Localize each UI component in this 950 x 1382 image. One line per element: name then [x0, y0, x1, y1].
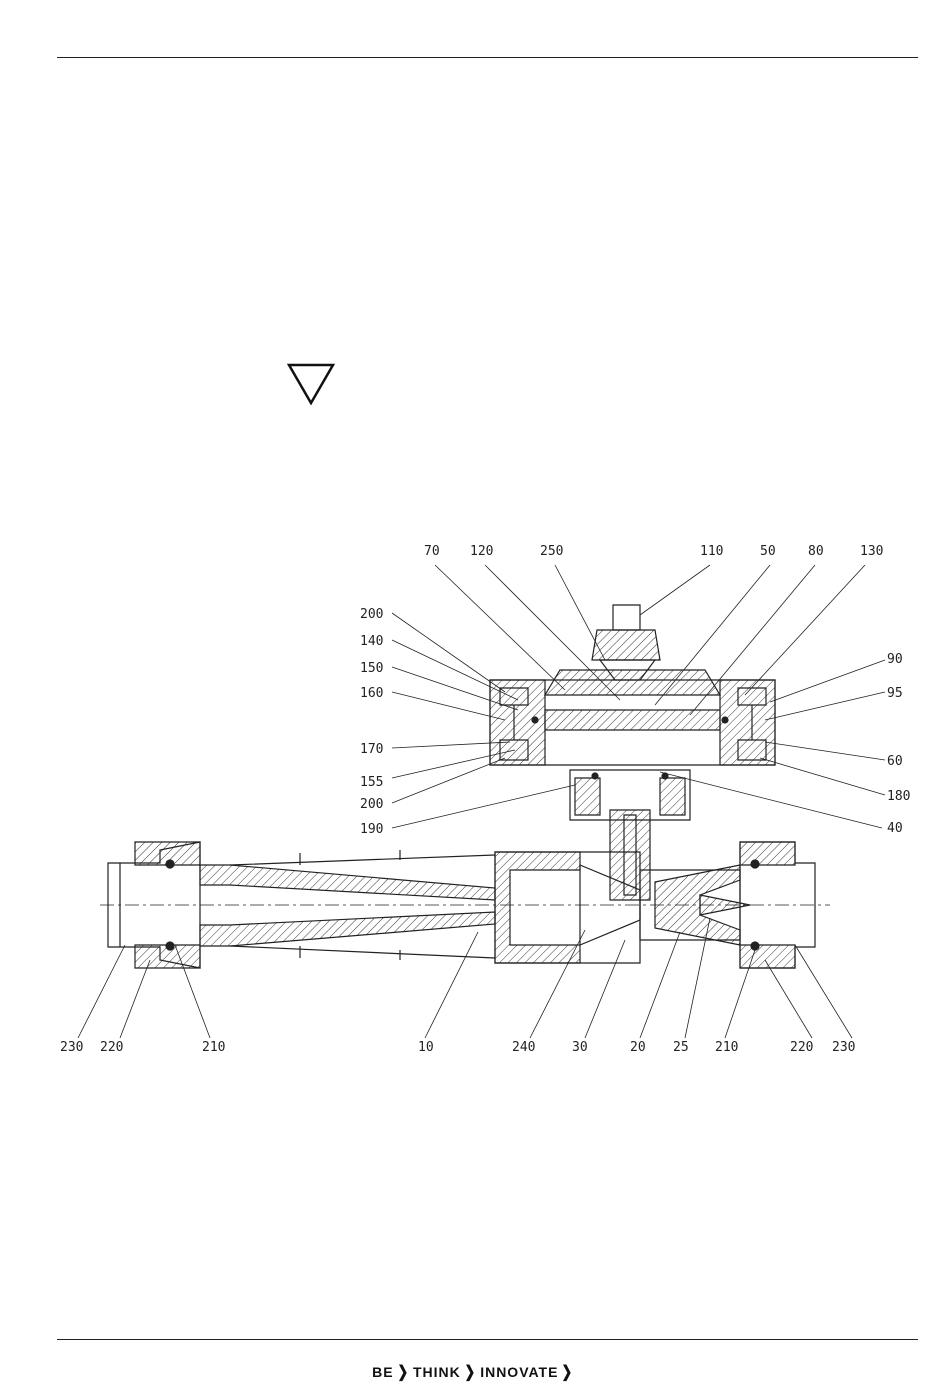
label-bottom: 230: [832, 1040, 855, 1055]
warning-triangle-icon: [287, 362, 335, 406]
label-right: 60: [887, 754, 903, 769]
label-bottom: 220: [790, 1040, 813, 1055]
sectional-drawing: 70 120 250 110 50 80 130 200 140 150 160…: [0, 520, 950, 1080]
label-right: 95: [887, 686, 903, 701]
label-top: 80: [808, 544, 824, 559]
label-left: 190: [360, 822, 383, 837]
footer-word: THINK: [413, 1364, 461, 1380]
label-top: 50: [760, 544, 776, 559]
label-left: 155: [360, 775, 383, 790]
label-bottom: 230: [60, 1040, 83, 1055]
label-right: 180: [887, 789, 910, 804]
label-right: 90: [887, 652, 903, 667]
footer-word: BE: [372, 1364, 393, 1380]
label-bottom: 10: [418, 1040, 434, 1055]
label-top: 130: [860, 544, 883, 559]
label-left: 170: [360, 742, 383, 757]
label-left: 160: [360, 686, 383, 701]
label-bottom: 25: [673, 1040, 689, 1055]
label-bottom: 240: [512, 1040, 535, 1055]
chevron-right-icon: ❯: [464, 1362, 476, 1382]
label-top: 70: [424, 544, 440, 559]
label-left: 200: [360, 797, 383, 812]
chevron-right-icon: ❯: [397, 1362, 409, 1382]
label-bottom: 210: [715, 1040, 738, 1055]
label-right: 40: [887, 821, 903, 836]
label-top: 120: [470, 544, 493, 559]
chevron-right-icon: ❯: [562, 1362, 574, 1382]
label-left: 150: [360, 661, 383, 676]
drawing-body: [100, 605, 830, 968]
label-bottom: 30: [572, 1040, 588, 1055]
label-top: 250: [540, 544, 563, 559]
label-bottom: 20: [630, 1040, 646, 1055]
bottom-rule: [57, 1339, 918, 1340]
label-top: 110: [700, 544, 723, 559]
label-left: 140: [360, 634, 383, 649]
label-bottom: 220: [100, 1040, 123, 1055]
label-left: 200: [360, 607, 383, 622]
footer-slogan: BE❯THINK❯INNOVATE❯: [0, 1362, 950, 1382]
top-rule: [57, 57, 918, 58]
footer-word: INNOVATE: [480, 1364, 558, 1380]
label-bottom: 210: [202, 1040, 225, 1055]
